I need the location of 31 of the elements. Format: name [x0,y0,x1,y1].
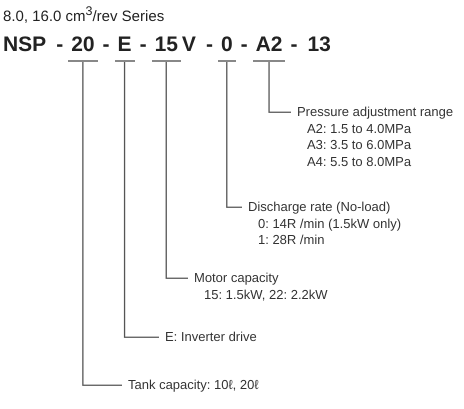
option-text: A4: 5.5 to 8.0MPa [306,154,412,170]
description-heading: Pressure adjustment range [297,104,454,120]
leader-line [268,62,291,113]
code-segment: A2 [252,33,286,62]
option-text: A2: 1.5 to 4.0MPa [306,120,412,137]
description-heading: E: Inverter drive [165,329,257,346]
code-text: - [102,33,110,57]
code-segment: E [114,33,135,62]
code-text: - [206,33,213,57]
code-segment: 0 [218,33,236,62]
option-text: 0: 14R /min (1.5kW only) [257,216,402,232]
leader-line [82,62,122,386]
option-text: 1: 28R /min [257,232,326,248]
code-text: - [240,33,248,57]
code-text: 13 [307,33,331,57]
code-text: NSP [3,33,46,57]
code-text: V [182,33,196,57]
code-text: - [290,33,298,57]
description-heading: Motor capacity [194,270,280,286]
leader-line [166,62,188,279]
option-text: 15: 1.5kW, 22: 2.2kW [203,286,328,303]
code-segment: 15 [152,33,181,62]
leader-line [124,62,159,338]
description-heading: Discharge rate (No-load) [248,199,392,216]
code-text: - [140,33,147,57]
code-segment: 20 [68,33,98,62]
leader-line [226,62,242,208]
description-heading: Tank capacity: 10ℓ, 20ℓ [128,377,259,394]
option-text: A3: 3.5 to 6.0MPa [306,137,412,154]
title: 8.0, 16.0 cm$^{3}$/rev Series [3,4,164,25]
code-text: - [56,33,64,57]
